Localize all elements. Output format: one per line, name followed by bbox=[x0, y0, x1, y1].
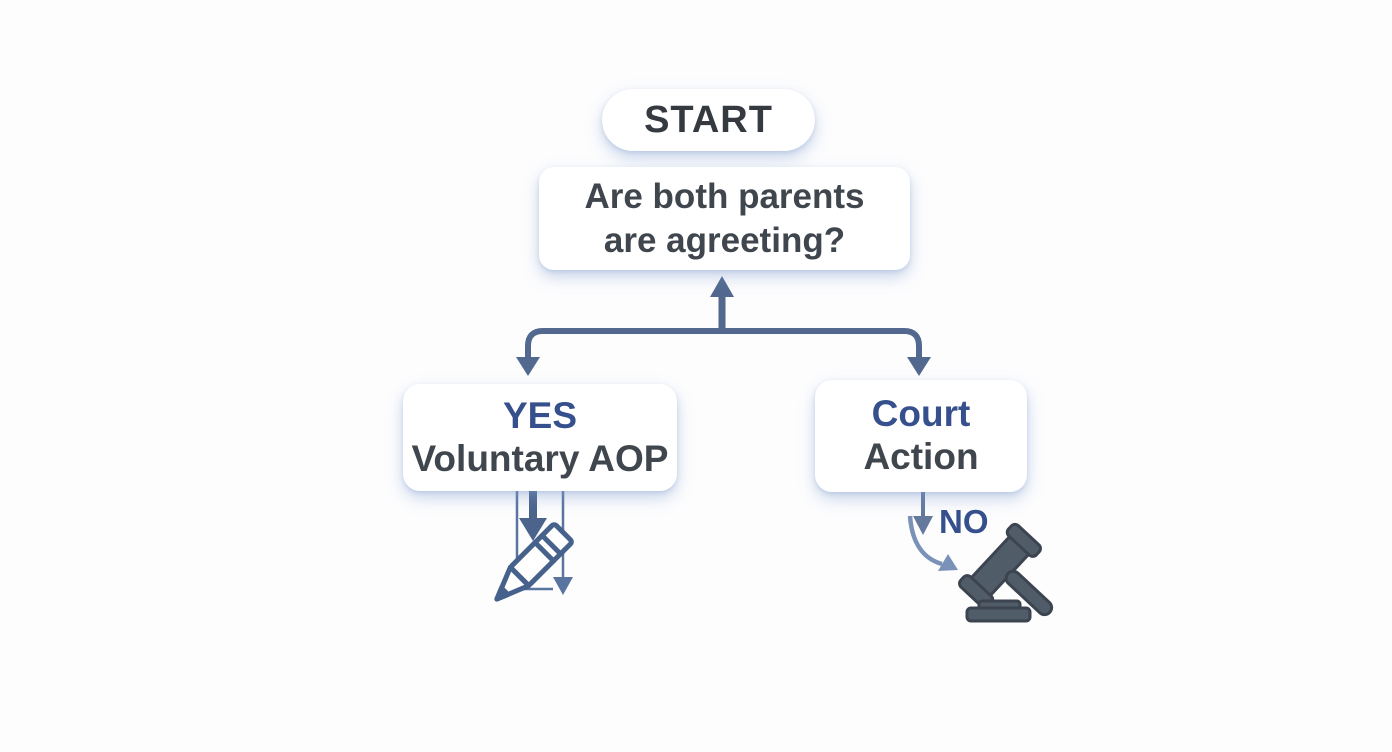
start-label: START bbox=[644, 98, 773, 141]
question-node: Are both parents are agreeting? bbox=[539, 167, 910, 270]
branch-bar-connector bbox=[525, 294, 922, 360]
start-node: START bbox=[602, 89, 815, 151]
question-line2: are agreeting? bbox=[603, 220, 846, 260]
yes-label: YES bbox=[502, 394, 578, 436]
voluntary-aop-label: Voluntary AOP bbox=[411, 437, 669, 479]
left-down-arrowhead bbox=[516, 357, 540, 376]
gavel-icon bbox=[958, 522, 1054, 623]
right-down-arrowhead bbox=[907, 357, 931, 376]
yes-node: YES Voluntary AOP bbox=[403, 384, 677, 491]
up-arrowhead bbox=[710, 276, 734, 297]
court-label: Court bbox=[871, 393, 971, 435]
question-line1: Are both parents bbox=[584, 177, 865, 217]
court-action-node: Court Action bbox=[815, 380, 1027, 492]
no-edge-label: NO bbox=[939, 503, 989, 540]
action-label: Action bbox=[863, 436, 979, 477]
pencil-icon bbox=[494, 522, 574, 602]
court-branch-connector bbox=[907, 490, 958, 571]
